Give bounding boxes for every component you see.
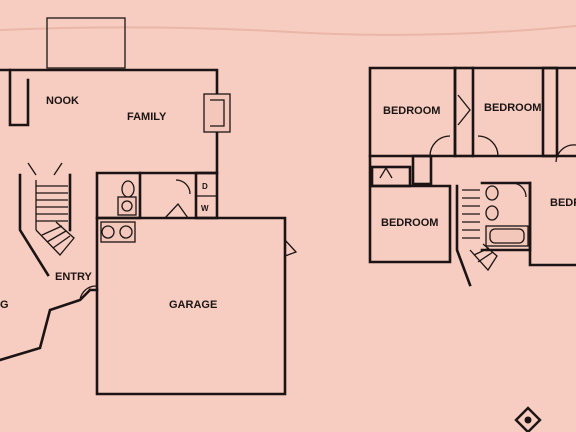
room-label-family: FAMILY (127, 111, 167, 123)
room-label-bedroom-2: BEDROOM (484, 102, 541, 114)
door-swing-icon (175, 179, 191, 195)
door-swing-icon (164, 202, 189, 219)
room-label-bedroom-4: BEDF (550, 197, 576, 209)
room-label-bedroom-1: BEDROOM (383, 105, 440, 117)
sink-bowl-icon (121, 200, 133, 212)
garage-storage-icon (100, 221, 136, 243)
closet-door-icon (379, 166, 393, 179)
bathtub-basin-icon (489, 228, 525, 244)
door-swing-icon (477, 135, 499, 157)
bedroom-2-walls (471, 66, 576, 158)
paper-fold (0, 25, 576, 36)
ground-floor: D W (0, 17, 298, 396)
dryer-mark: D (202, 182, 208, 191)
bathtub-icon (485, 225, 529, 247)
water-heater-icon (101, 225, 115, 239)
garage-outline (95, 216, 287, 396)
entry-walls (0, 288, 99, 362)
room-label-garage: GARAGE (169, 299, 217, 311)
closet-3 (370, 165, 412, 188)
fireplace-hearth (210, 99, 225, 127)
closet-2 (541, 66, 559, 158)
door-swing-icon (511, 182, 527, 198)
washer-mark: W (201, 204, 209, 213)
room-label-partial: G (0, 299, 9, 311)
bedroom-4-walls (528, 181, 576, 267)
bedroom-3-walls (368, 154, 452, 264)
nook-notch (8, 68, 30, 127)
compass-diamond-icon (514, 406, 542, 432)
main-floor-outline (0, 68, 219, 175)
room-label-bedroom-3: BEDROOM (381, 217, 438, 229)
room-label-entry: ENTRY (55, 271, 93, 283)
sink-icon (117, 196, 137, 216)
garage-door-swing-icon (284, 239, 298, 257)
closet-door-icon (457, 94, 471, 126)
bay-window (46, 17, 126, 69)
furnace-icon (119, 225, 133, 239)
linen-closet (411, 154, 433, 186)
staircase-icon (18, 162, 75, 277)
room-label-nook: NOOK (46, 95, 79, 107)
upper-floor: BEDROOM BEDROOM BEDROOM BEDF (368, 66, 576, 287)
toilet-icon (485, 185, 499, 201)
toilet-icon (121, 180, 135, 198)
door-swing-icon (555, 144, 576, 163)
front-door-swing-icon (79, 285, 97, 301)
closet (453, 66, 475, 158)
toilet-icon (485, 205, 499, 221)
door-swing-icon (429, 135, 451, 157)
